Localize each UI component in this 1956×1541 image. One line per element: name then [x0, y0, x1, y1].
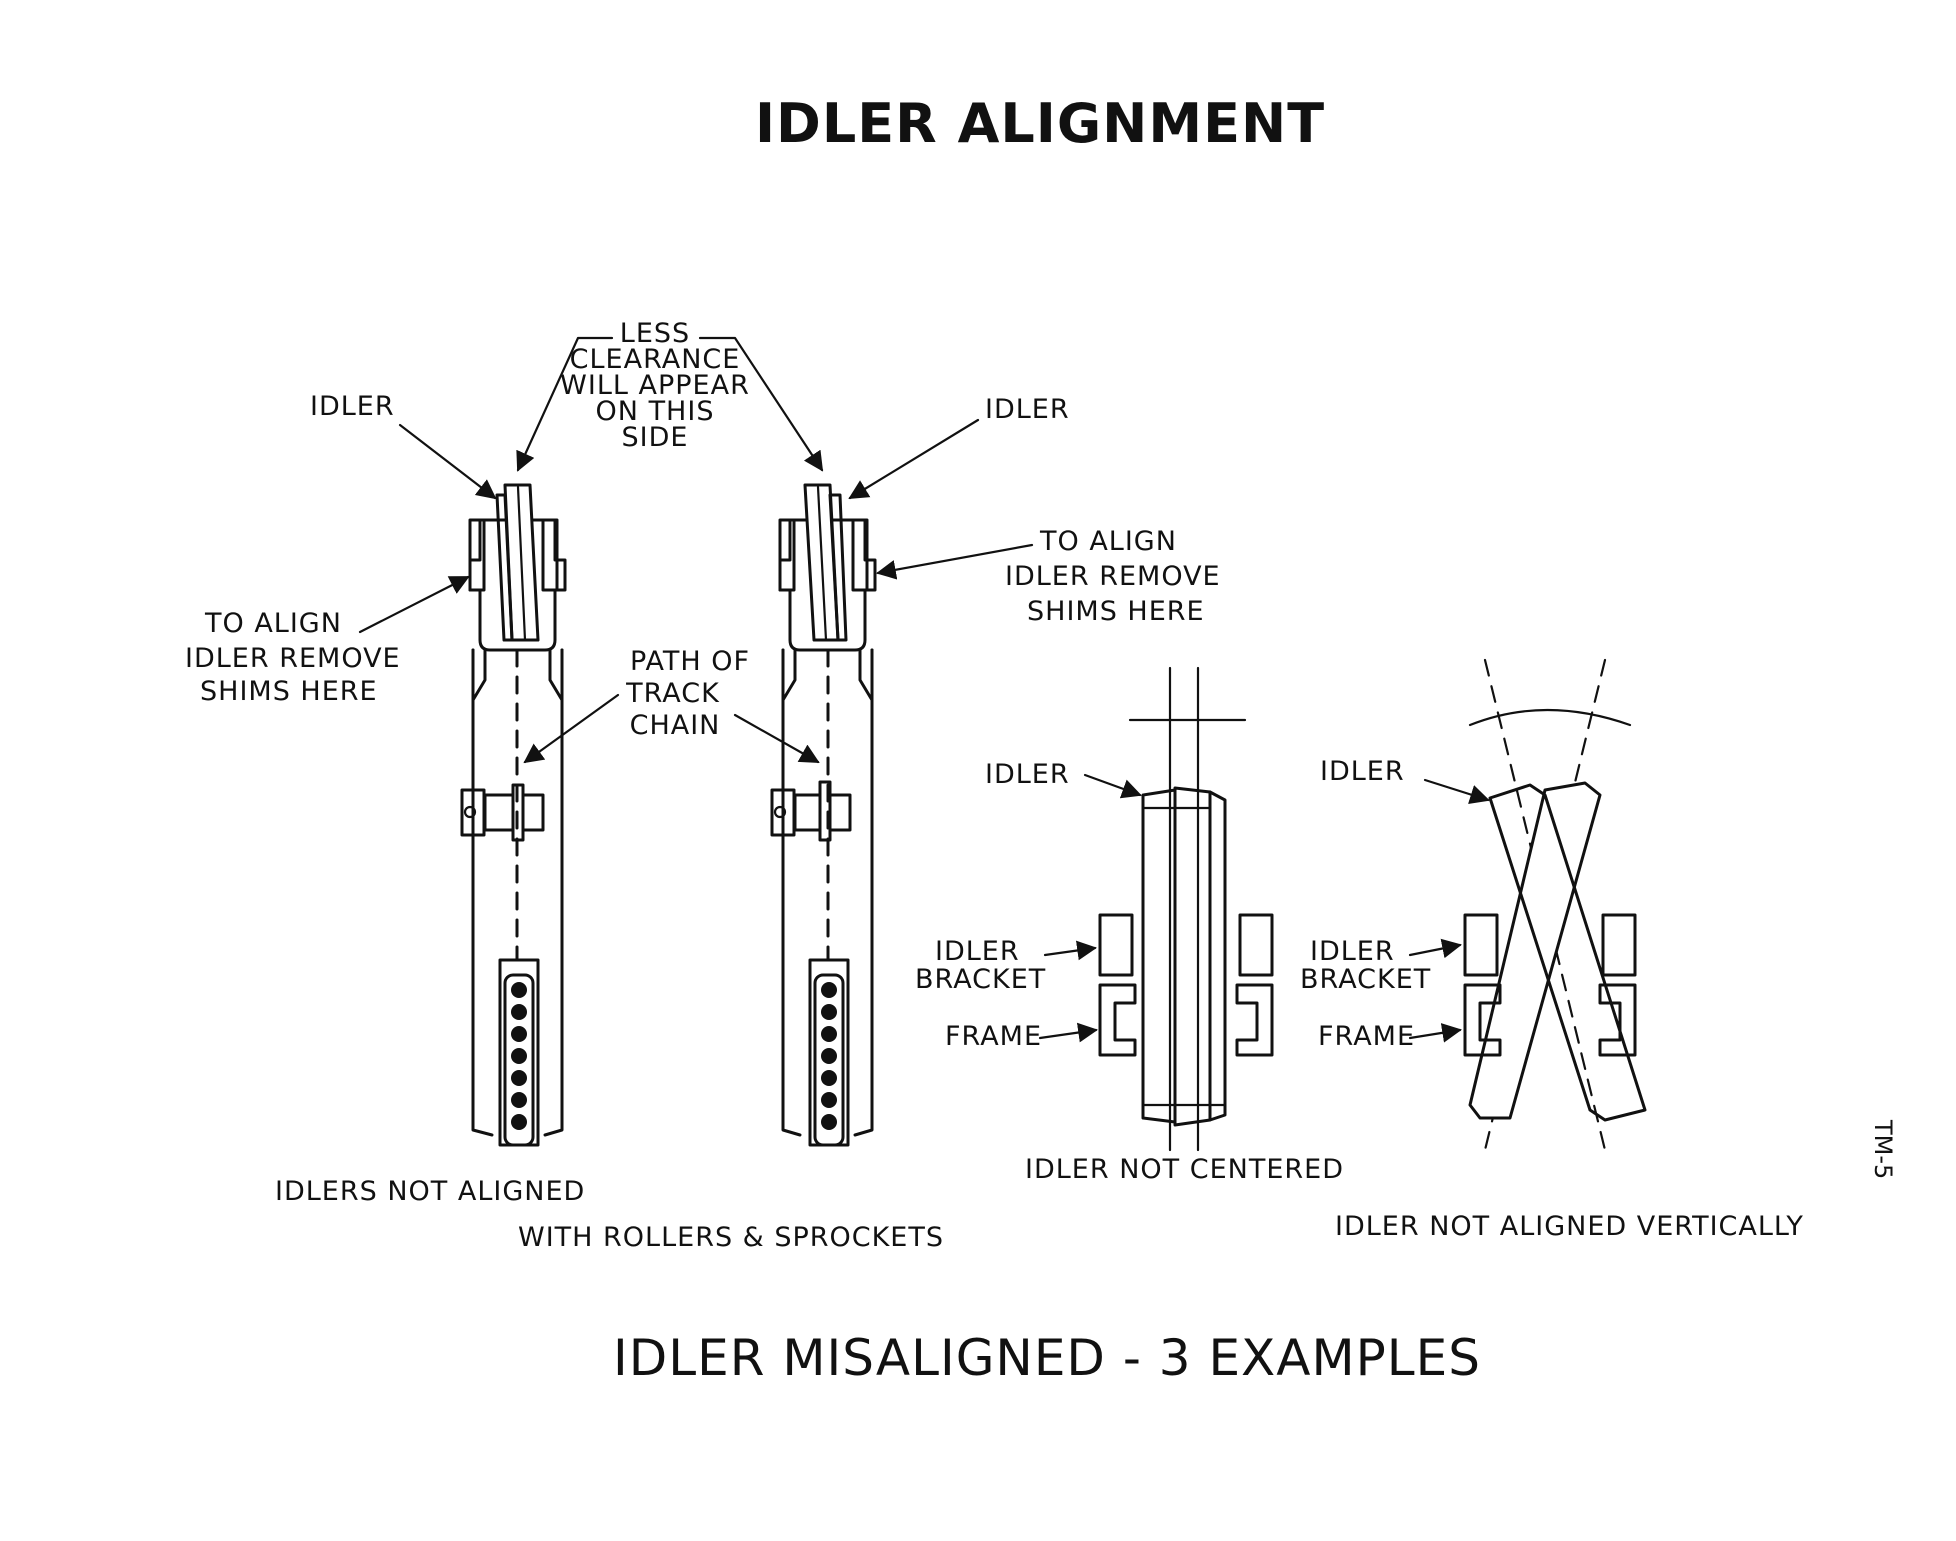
- less-clearance-callout: LESS CLEARANCE WILL APPEAR ON THIS SIDE: [516, 318, 824, 472]
- svg-text:WILL APPEAR: WILL APPEAR: [560, 370, 750, 401]
- example-1-caption-line1: IDLERS NOT ALIGNED: [275, 1176, 585, 1207]
- svg-text:SHIMS HERE: SHIMS HERE: [1027, 596, 1205, 627]
- example-2-caption: IDLER NOT CENTERED: [1025, 1154, 1344, 1185]
- to-align-right-callout: TO ALIGN IDLER REMOVE SHIMS HERE: [876, 526, 1221, 627]
- to-align-left-callout: TO ALIGN IDLER REMOVE SHIMS HERE: [185, 575, 470, 707]
- idler-label-left: IDLER: [310, 391, 395, 422]
- svg-text:TO ALIGN: TO ALIGN: [1039, 526, 1177, 557]
- svg-text:TRACK: TRACK: [625, 678, 720, 709]
- left-idler-wheel: [495, 483, 540, 642]
- example-1-caption-line2: WITH ROLLERS & SPROCKETS: [518, 1222, 944, 1253]
- left-track-frame: [460, 483, 567, 1147]
- main-caption: IDLER MISALIGNED - 3 EXAMPLES: [613, 1329, 1481, 1387]
- example-3-bracket-label-2: BRACKET: [1300, 964, 1431, 995]
- right-track-roller: [770, 780, 852, 842]
- page-title: IDLER ALIGNMENT: [755, 92, 1325, 155]
- idler-label-right: IDLER: [985, 394, 1070, 425]
- example-2-bracket-label-2: BRACKET: [915, 964, 1046, 995]
- right-idler-wheel: [803, 483, 848, 642]
- example-2-not-centered: IDLER IDLER BRACKET FRAME IDLER NOT CENT…: [915, 666, 1344, 1185]
- example-3-idler-label: IDLER: [1320, 756, 1405, 787]
- svg-text:ON THIS: ON THIS: [596, 396, 715, 427]
- svg-text:TO ALIGN: TO ALIGN: [204, 608, 342, 639]
- svg-text:IDLER REMOVE: IDLER REMOVE: [1005, 561, 1221, 592]
- example-3-not-vertical: IDLER IDLER BRACKET FRAME IDLER NOT ALIG…: [1300, 658, 1804, 1242]
- right-sprocket-chain: [808, 958, 850, 1147]
- svg-text:PATH OF: PATH OF: [630, 646, 750, 677]
- svg-text:SHIMS HERE: SHIMS HERE: [200, 676, 378, 707]
- example-3-frame-label: FRAME: [1318, 1021, 1415, 1052]
- left-track-roller: [460, 783, 545, 842]
- svg-text:SIDE: SIDE: [622, 422, 689, 453]
- example-2-frame-label: FRAME: [945, 1021, 1042, 1052]
- doc-code: TM-5: [1869, 1119, 1897, 1179]
- left-sprocket-chain: [498, 958, 540, 1147]
- svg-text:CLEARANCE: CLEARANCE: [570, 344, 741, 375]
- example-3-caption: IDLER NOT ALIGNED VERTICALLY: [1335, 1211, 1804, 1242]
- right-track-frame: [770, 483, 877, 1147]
- example-3-bracket-label-1: IDLER: [1310, 936, 1395, 967]
- svg-text:CHAIN: CHAIN: [630, 710, 721, 741]
- svg-text:LESS: LESS: [620, 318, 690, 349]
- example-2-bracket-label-1: IDLER: [935, 936, 1020, 967]
- path-of-track-chain-callout: PATH OF TRACK CHAIN: [523, 646, 820, 764]
- example-2-idler-label: IDLER: [985, 759, 1070, 790]
- svg-text:IDLER REMOVE: IDLER REMOVE: [185, 643, 401, 674]
